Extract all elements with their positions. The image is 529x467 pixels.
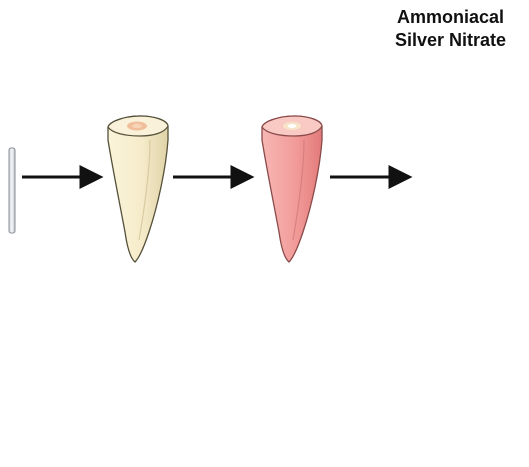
tooth-dyed-pink xyxy=(262,116,322,262)
reagent-label-line-2: Silver Nitrate xyxy=(372,29,529,52)
reagent-label: Ammoniacal Silver Nitrate xyxy=(372,6,529,52)
instrument-edge xyxy=(9,148,15,233)
reagent-label-line-1: Ammoniacal xyxy=(372,6,529,29)
tooth-root-cream xyxy=(108,116,168,262)
